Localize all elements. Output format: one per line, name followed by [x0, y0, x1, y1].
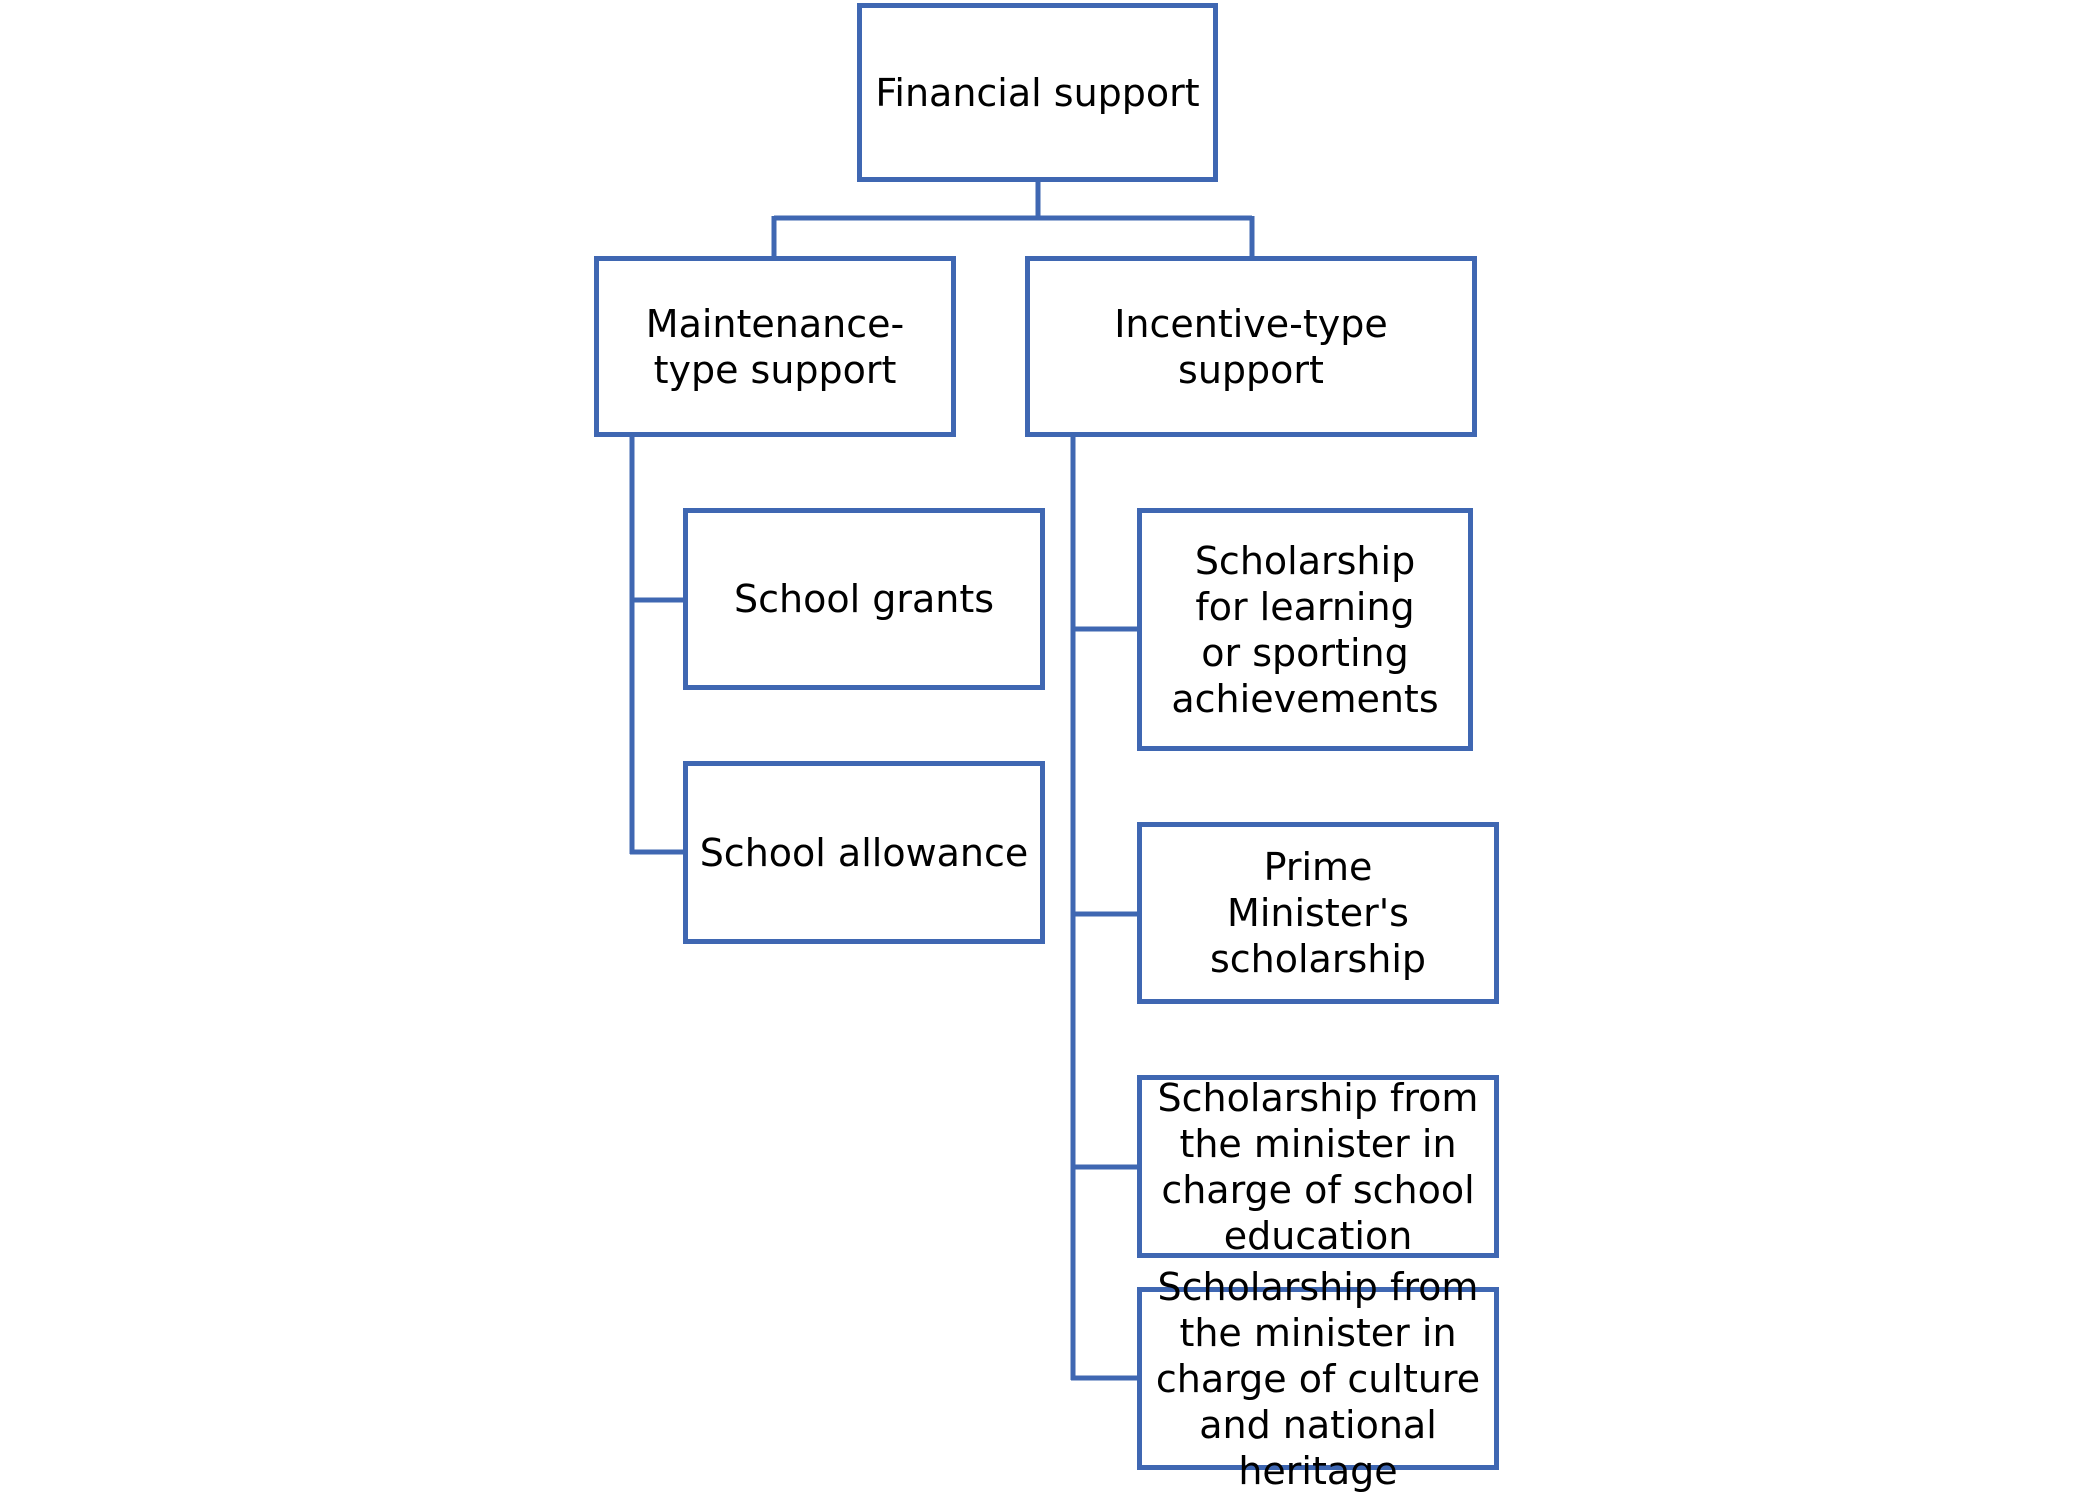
node-incentive-type-support: Incentive-type support: [1025, 256, 1477, 437]
node-school-allowance: School allowance: [683, 761, 1045, 944]
node-label: Maintenance-type support: [645, 301, 905, 392]
node-label: Scholarship for learning or sporting ach…: [1171, 538, 1439, 721]
node-label: Financial support: [875, 70, 1200, 115]
node-label: School grants: [733, 577, 995, 621]
node-label: Incentive-type support: [1114, 301, 1388, 392]
node-minister-culture-heritage-scholarship: Scholarship from the minister in charge …: [1137, 1265, 1499, 1493]
node-minister-school-education-scholarship: Scholarship from the minister in charge …: [1137, 1075, 1499, 1258]
node-maintenance-type-support: Maintenance-type support: [594, 256, 956, 437]
node-label: Scholarship from the minister in charge …: [1157, 1075, 1479, 1258]
node-label: Scholarship from the minister in charge …: [1155, 1264, 1481, 1493]
node-prime-minister-scholarship: Prime Minister's scholarship: [1137, 822, 1499, 1004]
node-school-grants: School grants: [683, 508, 1045, 690]
node-label: School allowance: [699, 830, 1029, 875]
node-scholarship-achievements: Scholarship for learning or sporting ach…: [1137, 508, 1473, 751]
node-label: Prime Minister's scholarship: [1209, 845, 1427, 981]
node-financial-support: Financial support: [857, 3, 1218, 182]
